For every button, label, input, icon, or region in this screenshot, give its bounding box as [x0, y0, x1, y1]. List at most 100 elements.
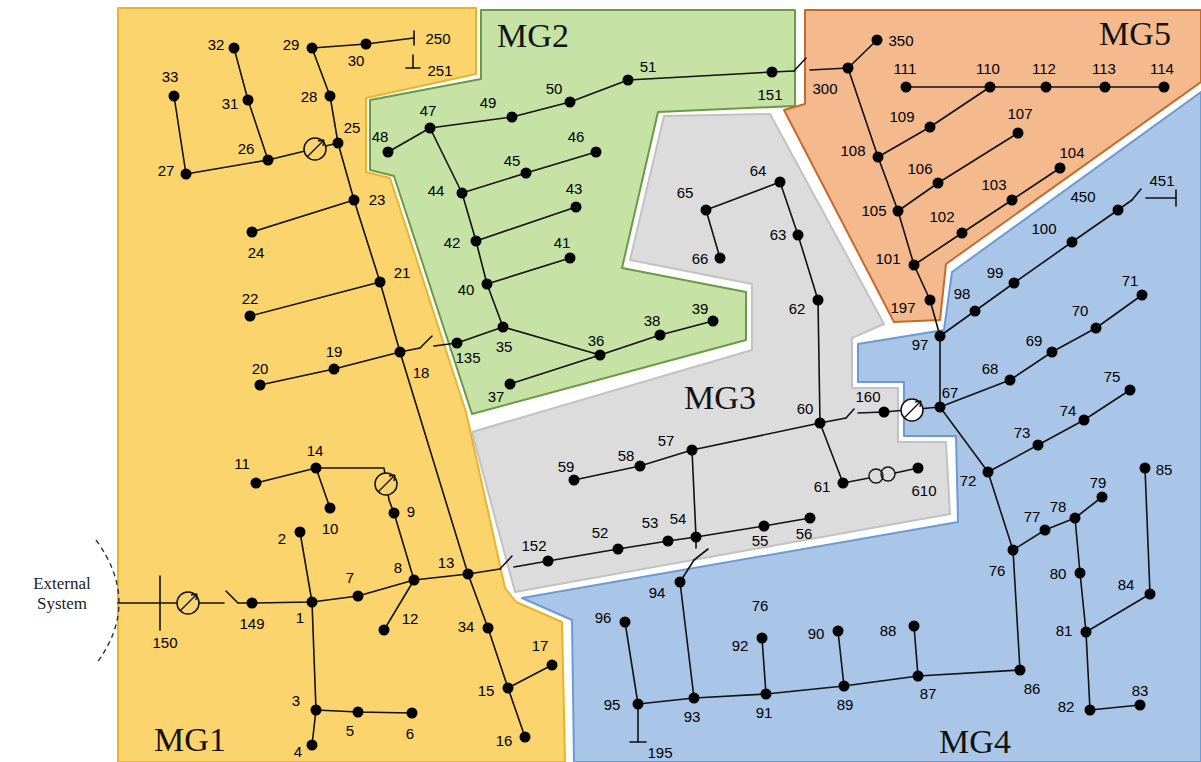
bus-dot: [793, 230, 804, 241]
bus-dot: [247, 227, 258, 238]
feeder-line: [503, 321, 713, 355]
bus-number: 58: [618, 448, 635, 463]
bus-number: 68: [982, 361, 999, 376]
bus-number: 11: [234, 456, 250, 471]
bus-number: 69: [1026, 333, 1043, 348]
bus-dot: [1137, 290, 1148, 301]
feeder-line: [316, 710, 412, 713]
bus-number: 85: [1156, 462, 1173, 477]
bus-number: 38: [644, 313, 661, 328]
bus-number: 160: [855, 389, 880, 404]
feeder-line: [234, 48, 338, 160]
feeder-line: [680, 582, 694, 698]
feeder-line: [838, 631, 844, 686]
bus-dot: [1125, 385, 1136, 396]
bus-dot: [1075, 568, 1086, 579]
bus-number: 113: [1092, 61, 1116, 76]
bus-number: 5: [346, 723, 354, 738]
bus-number: 95: [604, 697, 621, 712]
feeder-line: [914, 168, 1060, 265]
feeder-line: [508, 665, 552, 688]
bus-number: 86: [1024, 681, 1041, 696]
regulator-symbol: [375, 473, 397, 495]
bus-dot: [925, 295, 936, 306]
bus-number: 13: [438, 555, 455, 570]
bus-dot: [507, 112, 518, 123]
bus-number: 81: [1056, 623, 1073, 638]
bus-dot: [498, 322, 509, 333]
bus-dot: [1091, 323, 1102, 334]
feeder-line: [316, 468, 330, 508]
bus-dot: [813, 295, 824, 306]
bus-dot: [349, 195, 360, 206]
bus-dot: [547, 660, 558, 671]
bus-number: 104: [1059, 145, 1084, 160]
bus-dot: [909, 621, 920, 632]
bus-dot: [815, 418, 826, 429]
bus-number: 20: [252, 361, 269, 376]
regulator-arrow: [904, 401, 921, 418]
bus-number: 14: [307, 443, 324, 458]
bus-number: 53: [642, 515, 659, 530]
system-label: External System: [22, 574, 102, 615]
bus-number: 300: [812, 81, 837, 96]
bus-number: 89: [837, 697, 854, 712]
bus-dot: [181, 169, 192, 180]
bus-dot: [1145, 589, 1156, 600]
bus-number: 3: [292, 693, 300, 708]
bus-dot: [353, 591, 364, 602]
region-name: MG1: [154, 723, 226, 757]
bus-number: 47: [420, 103, 437, 118]
bus-dot: [1135, 700, 1146, 711]
bus-number: 87: [920, 686, 937, 701]
bus-number: 110: [976, 61, 1000, 76]
bus-dot: [243, 95, 254, 106]
bus-dot: [1041, 82, 1052, 93]
bus-dot: [1005, 375, 1016, 386]
bus-number: 45: [504, 153, 521, 168]
bus-dot: [759, 521, 770, 532]
bus-number: 8: [394, 560, 402, 575]
bus-dot: [482, 279, 493, 290]
bus-dot: [1007, 195, 1018, 206]
bus-number: 112: [1032, 61, 1056, 76]
bus-dot: [595, 350, 606, 361]
bus-number: 18: [413, 365, 430, 380]
bus-number: 41: [554, 235, 571, 250]
bus-dot: [687, 445, 698, 456]
bus-dot: [909, 260, 920, 271]
bus-number: 70: [1072, 303, 1089, 318]
bus-number: 12: [402, 611, 419, 626]
bus-dot: [471, 236, 482, 247]
bus-dot: [873, 152, 884, 163]
feeder-line: [1175, 190, 1177, 206]
regulator-arrow: [378, 475, 395, 492]
bus-dot: [633, 699, 644, 710]
bus-number: 78: [1050, 499, 1067, 514]
bus-number: 80: [1050, 566, 1067, 581]
bus-dot: [565, 97, 576, 108]
bus-number: 28: [301, 89, 318, 104]
bus-dot: [1009, 278, 1020, 289]
bus-dot: [333, 138, 344, 149]
bus-number: 10: [322, 521, 339, 536]
bus-number: 98: [954, 286, 971, 301]
bus-dot: [1040, 525, 1051, 536]
bus-number: 100: [1031, 221, 1056, 236]
bus-number: 72: [960, 473, 977, 488]
bus-number: 22: [242, 291, 259, 306]
bus-number: 76: [752, 598, 769, 613]
bus-number: 35: [496, 339, 513, 354]
bus-number: 34: [458, 619, 475, 634]
bus-number: 107: [1007, 106, 1032, 121]
bus-dot: [913, 671, 924, 682]
bus-number: 450: [1070, 189, 1095, 204]
regulator-symbol: [177, 592, 199, 614]
bus-number: 79: [1090, 475, 1107, 490]
bus-number: 56: [796, 526, 813, 541]
bus-dot: [361, 39, 372, 50]
feeder-line: [762, 638, 766, 694]
bus-dot: [655, 330, 666, 341]
bus-number: 610: [911, 483, 936, 498]
bus-number: 61: [814, 479, 831, 494]
